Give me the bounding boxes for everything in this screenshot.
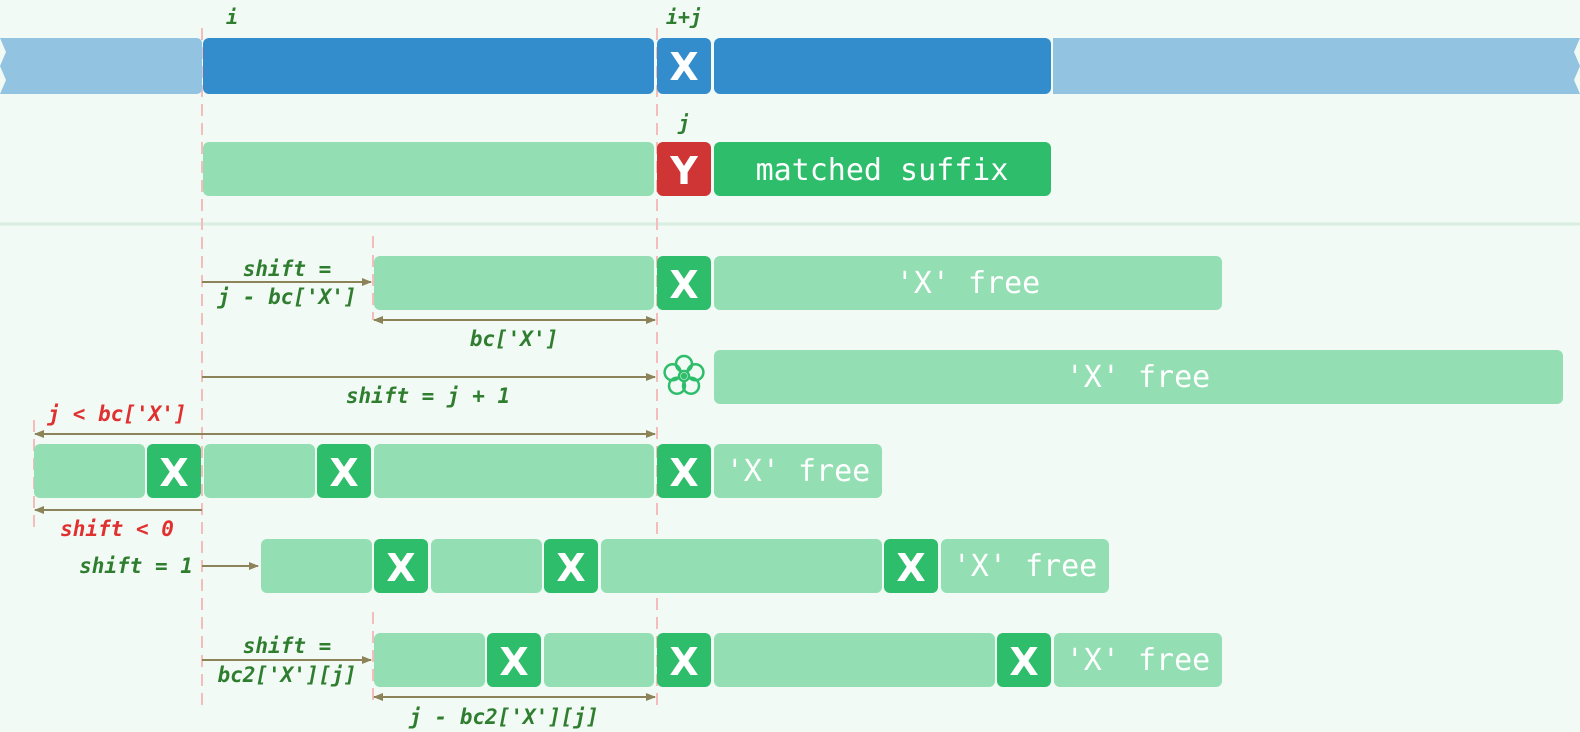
x-char: X [669, 451, 698, 495]
x-char-block [657, 633, 711, 687]
pattern-mismatch-block [657, 142, 711, 196]
x-char-block [374, 539, 428, 593]
x-char: X [329, 451, 358, 495]
x-char: X [669, 640, 698, 684]
x-free-label: 'X' free [1066, 643, 1211, 678]
x-char-block [544, 539, 598, 593]
guide-lines [33, 28, 658, 705]
case-bad-char-shift: shift = j - bc['X'] X 'X' free bc['X'] [202, 256, 1222, 351]
x-char: X [386, 546, 415, 590]
x-char: X [669, 263, 698, 307]
shift-label-line2: j - bc['X'] [216, 285, 356, 309]
x-char-block [657, 444, 711, 498]
x-free-block [941, 539, 1109, 593]
x-free-label: 'X' free [896, 266, 1041, 301]
x-char: X [499, 640, 528, 684]
pattern-block [34, 444, 145, 498]
pattern-prefix-block [374, 256, 654, 310]
x-char-block [487, 633, 541, 687]
case-char-absent: shift = j + 1 'X' free [202, 350, 1563, 408]
x-char: X [556, 546, 585, 590]
pattern-block [261, 539, 372, 593]
text-suffix-block [714, 38, 1051, 94]
case-negative-shift: j < bc['X'] X X X 'X' free shift < 0 [34, 402, 882, 541]
index-ij-label: i+j [666, 5, 702, 29]
x-char-block [884, 539, 938, 593]
shift-label: shift = 1 [79, 554, 193, 578]
bc-span-label: bc['X'] [470, 327, 559, 351]
x-char: X [1009, 640, 1038, 684]
x-char-block [657, 256, 711, 310]
x-char: X [896, 546, 925, 590]
x-free-block [1054, 633, 1222, 687]
x-char: X [159, 451, 188, 495]
index-i-label: i [226, 5, 238, 29]
x-free-block [714, 444, 882, 498]
x-char-block [147, 444, 201, 498]
shift-label-line1: shift = [243, 634, 332, 658]
shift-label-line1: shift = [243, 257, 332, 281]
bc2-span-label: j - bc2['X'][j] [408, 705, 599, 729]
flower-icon [663, 354, 705, 395]
x-free-label: 'X' free [726, 454, 871, 489]
x-char-block [997, 633, 1051, 687]
pattern-block [601, 539, 882, 593]
pattern-block [374, 444, 654, 498]
pattern-block [374, 633, 485, 687]
shift-label-line2: bc2['X'][j] [217, 663, 356, 687]
pattern-block [431, 539, 542, 593]
text-right-context [1053, 38, 1580, 94]
x-free-block [714, 256, 1222, 310]
x-free-label: 'X' free [1066, 360, 1211, 395]
x-free-label: 'X' free [953, 549, 1098, 584]
pattern-row: Y matched suffix j [203, 111, 1051, 196]
pattern-prefix-block [203, 142, 654, 196]
case-bc2-shift: shift = bc2['X'][j] X X X 'X' free j - b… [202, 633, 1222, 729]
condition-label: j < bc['X'] [46, 402, 186, 426]
negative-shift-label: shift < 0 [60, 517, 174, 541]
text-window-block [203, 38, 654, 94]
pattern-block [714, 633, 995, 687]
matched-suffix-label: matched suffix [756, 153, 1009, 188]
text-row: X i i+j [0, 5, 1580, 94]
matched-suffix-block [714, 142, 1051, 196]
pattern-mismatch-char: Y [669, 149, 698, 193]
text-char-block [657, 38, 711, 94]
x-char-block [317, 444, 371, 498]
shift-label: shift = j + 1 [346, 384, 510, 408]
text-left-context [0, 38, 202, 94]
index-j-label: j [677, 111, 690, 135]
pattern-block [544, 633, 654, 687]
x-free-block [714, 350, 1563, 404]
case-shift-one: shift = 1 X X X 'X' free [79, 539, 1109, 593]
pattern-block [204, 444, 315, 498]
text-char: X [669, 45, 698, 89]
